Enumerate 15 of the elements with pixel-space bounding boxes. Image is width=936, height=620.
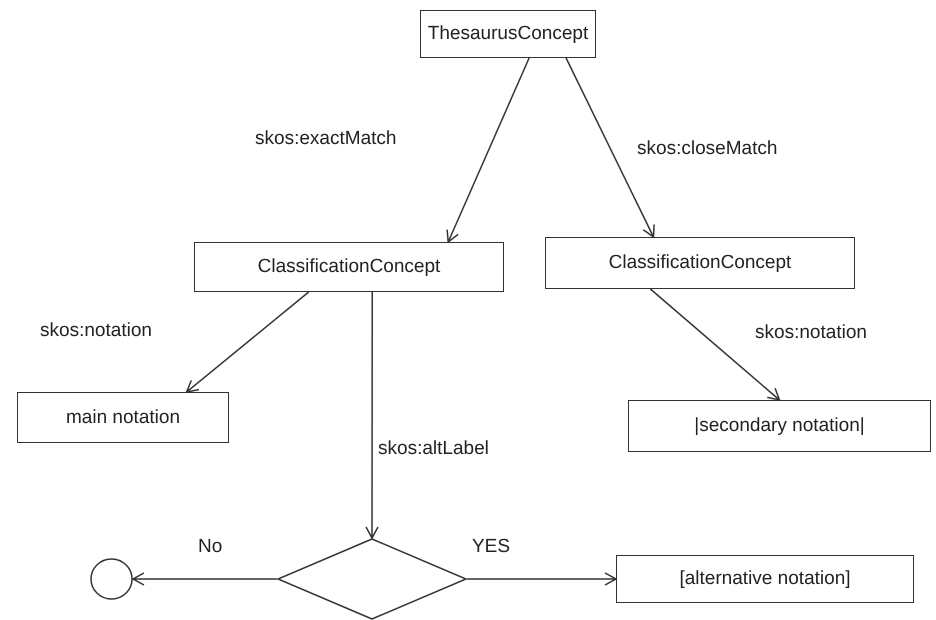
arrow <box>132 572 277 586</box>
concept-box: main notation <box>17 392 229 443</box>
arrow <box>565 58 655 238</box>
concept-box: |secondary notation| <box>628 400 931 452</box>
arrow <box>186 291 310 393</box>
arrow <box>446 58 530 243</box>
concept-box: ClassificationConcept <box>194 242 504 292</box>
arrow <box>467 572 617 586</box>
concept-box: ClassificationConcept <box>545 237 855 289</box>
decision-diamond <box>277 538 467 620</box>
arrow <box>365 292 379 539</box>
concept-box: [alternative notation] <box>616 555 914 603</box>
end-circle <box>90 558 133 600</box>
concept-box: ThesaurusConcept <box>420 10 596 58</box>
arrow <box>650 288 780 401</box>
